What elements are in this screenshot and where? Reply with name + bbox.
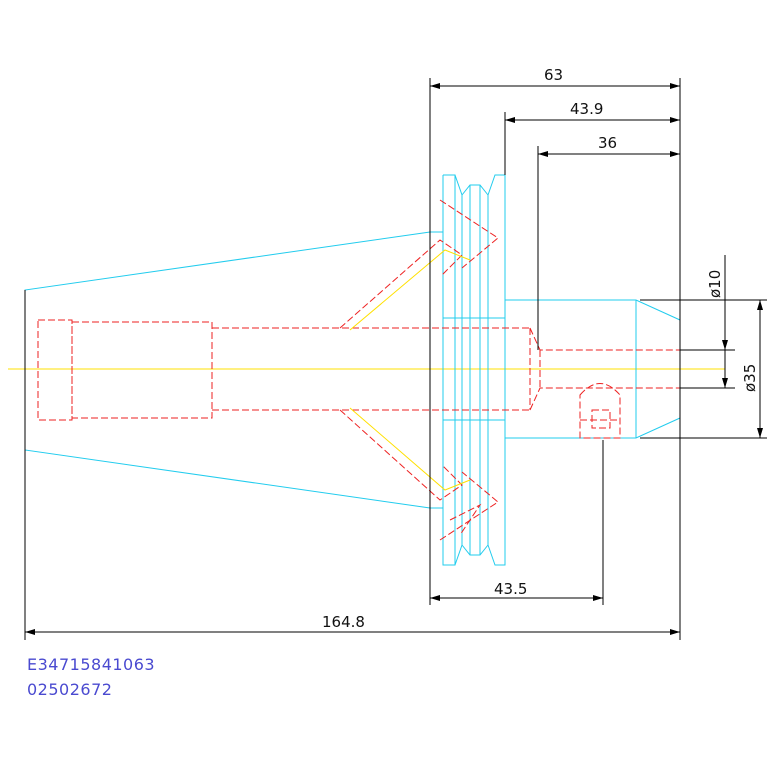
dim-43-5-label: 43.5 [494,580,527,598]
hidden-lines [37,199,680,541]
dim-dia35-label: ø35 [741,364,759,392]
dim-43-9-label: 43.9 [570,100,603,118]
tool-holder-outline [24,174,681,566]
dimension-lines [24,78,767,640]
dim-dia10-label: ø10 [706,270,724,298]
dim-36-label: 36 [598,134,617,152]
dim-63-label: 63 [544,66,563,84]
thread-accent-lines [349,249,471,491]
part-code-line2: 02502672 [27,680,113,699]
part-code-line1: E34715841063 [27,655,156,674]
dim-164-8-label: 164.8 [322,613,365,631]
